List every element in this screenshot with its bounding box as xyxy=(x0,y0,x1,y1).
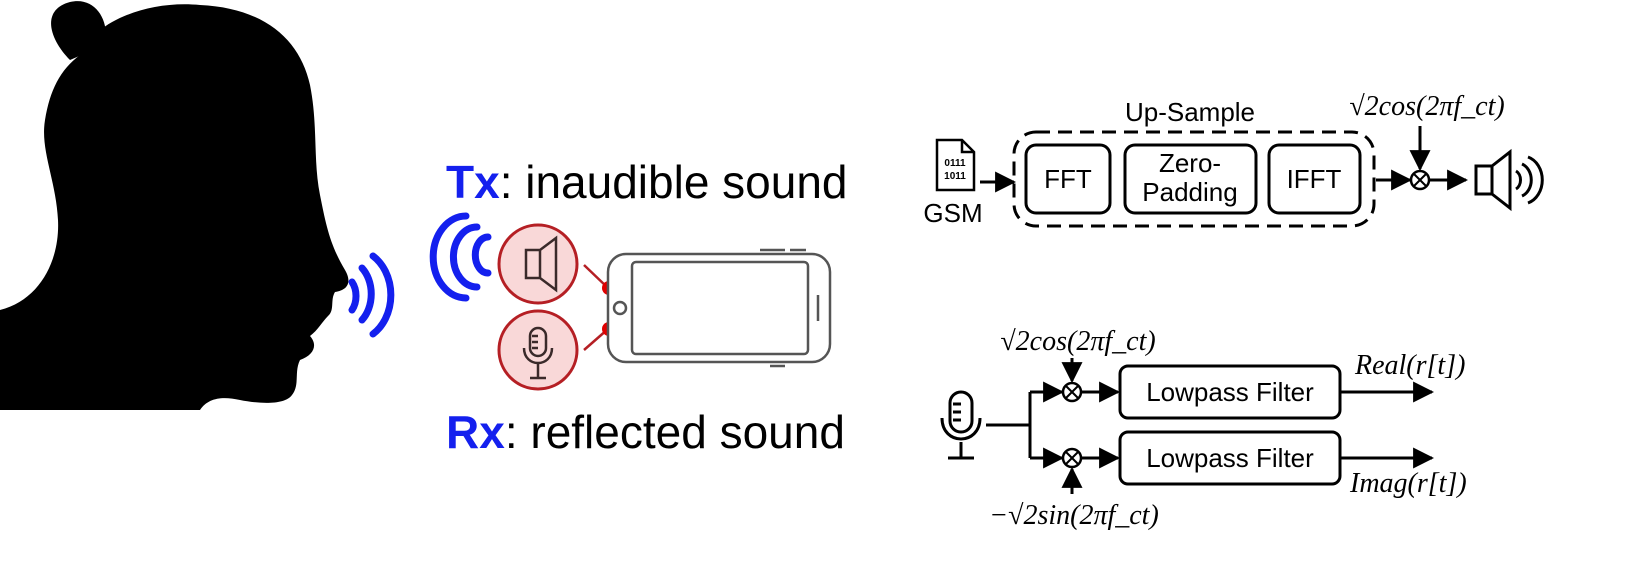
file-bits-bottom: 1011 xyxy=(944,171,966,182)
tx-carrier-label: √2cos(2πf_ct) xyxy=(1349,91,1504,122)
rx-microphone-icon xyxy=(940,390,982,460)
speaker-icon xyxy=(524,235,558,293)
rx-prefix: Rx xyxy=(446,406,505,458)
imag-output-label: Imag(r[t]) xyxy=(1349,468,1467,499)
gsm-label: GSM xyxy=(923,198,982,228)
zero-padding-label-2: Padding xyxy=(1142,177,1237,207)
upsample-group xyxy=(1012,130,1376,228)
tx-text: : inaudible sound xyxy=(500,156,848,208)
upsample-label: Up-Sample xyxy=(1125,97,1255,127)
tx-caption: Tx: inaudible sound xyxy=(446,156,848,208)
fft-label: FFT xyxy=(1044,164,1092,194)
microphone-icon xyxy=(522,326,554,380)
file-icon: 0111 1011 xyxy=(935,138,976,192)
head-silhouette xyxy=(0,4,349,410)
zero-padding-block xyxy=(1123,143,1258,215)
lowpass-filter-bottom-label: Lowpass Filter xyxy=(1146,443,1314,473)
rx-carrier-top-label: √2cos(2πf_ct) xyxy=(1000,326,1155,357)
real-output-label: Real(r[t]) xyxy=(1354,350,1465,381)
rx-carrier-bottom-label: −√2sin(2πf_ct) xyxy=(989,500,1159,531)
rx-caption: Rx: reflected sound xyxy=(446,406,845,458)
ifft-block xyxy=(1267,143,1362,215)
tx-mixer-icon xyxy=(1409,169,1431,191)
lowpass-filter-top-label: Lowpass Filter xyxy=(1146,377,1314,407)
ifft-label: IFFT xyxy=(1287,164,1342,194)
loudspeaker-icon xyxy=(1474,148,1544,212)
rx-mixer-bottom-icon xyxy=(1061,447,1083,469)
fft-block xyxy=(1024,143,1112,215)
hair-bun xyxy=(51,1,106,60)
file-bits-top: 0111 xyxy=(944,158,966,169)
emitted-wave-icon xyxy=(429,212,492,302)
tx-prefix: Tx xyxy=(446,156,500,208)
mic-circle xyxy=(497,309,579,391)
smartphone-icon xyxy=(606,248,832,368)
speaker-circle xyxy=(497,223,579,305)
rx-text: : reflected sound xyxy=(505,406,845,458)
rx-mixer-top-icon xyxy=(1061,381,1083,403)
zero-padding-label-1: Zero- xyxy=(1159,148,1221,178)
speech-wave-icon xyxy=(348,252,395,338)
